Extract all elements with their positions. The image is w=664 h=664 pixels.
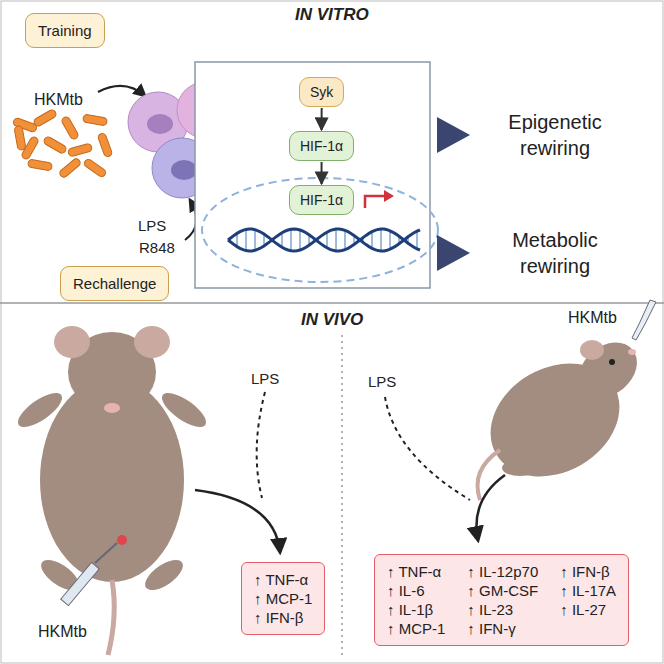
cytokine-box: ↑ TNF-α ↑ IL-6 ↑ IL-1β ↑ MCP-1 ↑ IL-12p70 ↑ G… (374, 554, 629, 646)
syringe (61, 543, 117, 606)
cytokine: ↑ TNF-α (254, 571, 312, 588)
cytokine-list: ↑ TNF-α ↑ MCP-1 ↑ IFN-β (254, 571, 312, 626)
bacterium (82, 114, 107, 126)
node-text: Training (38, 22, 92, 39)
node-text: Rechallenge (73, 275, 156, 292)
connector (321, 108, 323, 130)
node-text: HIF-1α (300, 138, 343, 154)
agent-label: HKMtb (38, 623, 87, 641)
cytokine-list: ↑ TNF-α ↑ IL-6 ↑ IL-1β ↑ MCP-1 ↑ IL-12p70 ↑ G… (387, 563, 616, 637)
cytokine: ↑ IL-17A (560, 582, 616, 599)
mouse (13, 326, 211, 655)
agent-label: HKMtb (34, 91, 83, 109)
protein-box: HIF-1α (289, 131, 354, 161)
agent-label: LPS (138, 217, 166, 234)
cytokine: ↑ MCP-1 (387, 620, 445, 637)
cytokine: ↑ GM-CSF (467, 582, 538, 599)
cytokine: ↑ IL-27 (560, 601, 616, 618)
arrow (385, 397, 470, 500)
arrow (195, 490, 280, 552)
bacterium (27, 159, 52, 171)
bacteria (12, 109, 113, 179)
cytokine-box: ↑ TNF-α ↑ MCP-1 ↑ IFN-β (241, 562, 325, 635)
promoter-arrow (365, 196, 384, 208)
bacterium (83, 158, 107, 178)
pointer (437, 235, 470, 271)
step-box: Rechallenge (60, 266, 169, 301)
pointer (437, 117, 470, 153)
protein-box: HIF-1α (289, 185, 354, 215)
arrow (257, 392, 265, 498)
cytokine: ↑ TNF-α (387, 563, 445, 580)
cytokine: ↑ IFN-γ (467, 620, 538, 637)
promoter-arrow (384, 190, 394, 202)
agent-label: LPS (368, 373, 396, 390)
cytokine: ↑ IFN-β (254, 609, 312, 626)
bacterium (14, 125, 26, 150)
cytokine: ↑ IL-12p70 (467, 563, 538, 580)
divider (0, 302, 664, 304)
dna-helix (228, 229, 420, 251)
cytokine: ↑ IL-1β (387, 601, 445, 618)
bacterium (97, 132, 113, 157)
mouse (470, 331, 648, 500)
section-title: IN VIVO (301, 310, 363, 330)
pipette (632, 300, 656, 340)
node-text: HIF-1α (300, 192, 343, 208)
agent-label: HKMtb (568, 309, 617, 327)
bacterium (43, 136, 68, 155)
connector (321, 162, 323, 184)
node-text: Syk (310, 84, 333, 100)
cytokine: ↑ MCP-1 (254, 590, 312, 607)
outcome-label: Metabolic rewiring (485, 227, 625, 279)
step-box: Training (25, 13, 105, 48)
cytokine: ↑ IL-6 (387, 582, 445, 599)
arrow (98, 86, 145, 96)
agent-label: R848 (139, 239, 175, 256)
agent-label: LPS (251, 370, 279, 387)
bacterium (33, 109, 58, 128)
protein-box: Syk (299, 77, 344, 107)
divider (341, 335, 343, 655)
section-title: IN VITRO (295, 5, 369, 25)
arrow (477, 475, 505, 540)
outcome-label: Epigenetic rewiring (485, 109, 625, 161)
nucleus (202, 178, 438, 282)
cytokine: ↑ IFN-β (560, 563, 616, 580)
bacterium (67, 143, 92, 157)
cytokine: ↑ IL-23 (467, 601, 538, 618)
bacterium (61, 116, 80, 141)
bacterium (58, 157, 82, 179)
zoom-box (195, 62, 430, 288)
